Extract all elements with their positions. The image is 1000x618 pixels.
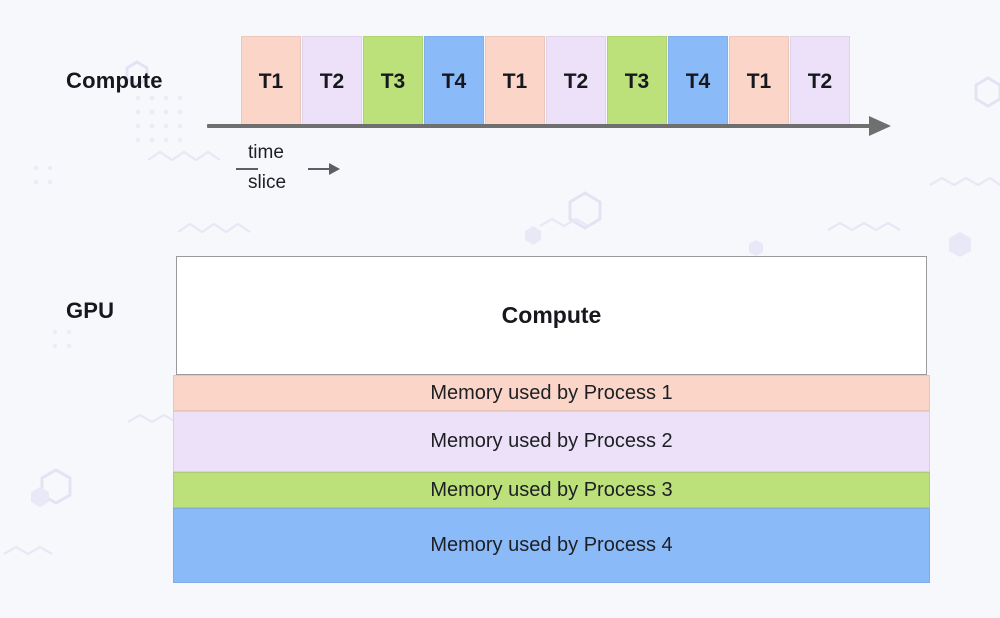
gpu-memory-bar: Memory used by Process 2: [173, 411, 930, 472]
time-slice-block: T3: [607, 36, 667, 127]
timeline-axis-line: [207, 124, 873, 128]
time-slice-annotation: time slice: [230, 142, 360, 204]
time-slice-block: T2: [546, 36, 606, 127]
time-slice-block: T2: [302, 36, 362, 127]
time-slice-block: T4: [668, 36, 728, 127]
gpu-memory-bar: Memory used by Process 3: [173, 472, 930, 508]
annotation-label-line-2: slice: [248, 172, 287, 193]
gpu-memory-bar: Memory used by Process 1: [173, 375, 930, 411]
right-arrow-icon: [869, 116, 891, 136]
time-slice-block: T2: [790, 36, 850, 127]
gpu-compute-area: Compute: [176, 256, 927, 375]
gpu-compute-label: Compute: [501, 302, 602, 328]
gpu-memory-bar: Memory used by Process 4: [173, 508, 930, 583]
annotation-right-line: [308, 168, 330, 170]
time-slice-block: T1: [729, 36, 789, 127]
compute-section-label: Compute: [66, 68, 163, 93]
hexagon-outline-icon: [40, 468, 72, 505]
annotation-label-line-1: time: [248, 142, 284, 163]
time-slice-block: T3: [363, 36, 423, 127]
annotation-left-tick: [236, 168, 258, 170]
time-slice-block: T1: [241, 36, 301, 127]
gpu-section-label: GPU: [66, 298, 115, 323]
time-slice-block: T4: [424, 36, 484, 127]
time-slice-block: T1: [485, 36, 545, 127]
annotation-arrow-icon: [329, 163, 340, 175]
